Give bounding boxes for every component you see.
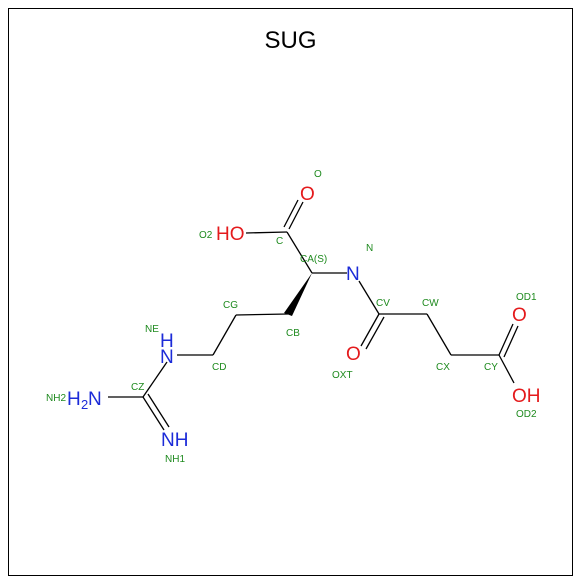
atom-nh2-h: H <box>67 389 81 410</box>
bond-c-ca <box>286 231 313 274</box>
label-od2: OD2 <box>516 409 537 420</box>
atom-o: O <box>300 184 315 205</box>
atom-oxt: O <box>346 344 361 365</box>
atom-labels: O O2 C CA(S) N CB CG CD NE CZ NH1 NH2 CV… <box>46 169 537 465</box>
atom-ne-n: N <box>160 347 174 368</box>
label-cb: CB <box>286 328 300 339</box>
label-cx: CX <box>436 362 450 373</box>
label-oxt: OXT <box>332 370 353 381</box>
label-o2: O2 <box>199 230 213 241</box>
bond-n-cv <box>358 280 380 315</box>
bond-c-o-2 <box>283 199 299 228</box>
bond-c-o-1 <box>288 201 304 230</box>
bond-cw-cx <box>426 313 452 356</box>
label-nh1: NH1 <box>165 454 185 465</box>
label-cd: CD <box>212 362 226 373</box>
atom-o2-ho: HO <box>216 224 245 245</box>
bond-cv-oxt-2 <box>365 316 385 350</box>
molecule-title: SUG <box>264 27 317 54</box>
label-c: C <box>276 236 283 247</box>
atom-nh1: NH <box>161 430 188 451</box>
label-cv: CV <box>376 298 390 309</box>
bond-cg-cd <box>212 314 237 356</box>
label-cz: CZ <box>131 382 144 393</box>
label-od1: OD1 <box>516 292 537 303</box>
atom-nh2-sub: 2 <box>81 397 88 412</box>
atom-ne-h: H <box>160 331 174 352</box>
label-o: O <box>314 169 322 180</box>
bonds <box>108 199 519 431</box>
bond-cy-od2 <box>498 354 515 384</box>
atom-od2-oh: OH <box>512 386 541 407</box>
atom-n: N <box>346 264 360 285</box>
label-cg: CG <box>223 300 238 311</box>
bond-cv-oxt-1 <box>360 313 380 347</box>
atom-symbols: O HO N H N H 2 N NH O O OH <box>67 184 541 451</box>
atom-od1: O <box>512 305 527 326</box>
label-cw: CW <box>422 298 439 309</box>
bond-c-o2 <box>245 231 288 234</box>
bond-cb-cg <box>235 313 289 316</box>
label-n: N <box>366 243 373 254</box>
bond-ca-cb-wedge <box>284 273 312 316</box>
label-nh2: NH2 <box>46 393 66 404</box>
bond-cz-nh1-1 <box>142 396 165 431</box>
label-cy: CY <box>484 362 498 373</box>
label-ca: CA(S) <box>300 254 327 265</box>
bond-cy-od1-2 <box>503 325 519 358</box>
diagram-frame: SUG <box>8 8 573 576</box>
bond-ne-cz <box>142 361 168 398</box>
bond-cz-nh1-2 <box>147 393 170 428</box>
bond-cy-od1-1 <box>498 323 514 356</box>
atom-nh2-n: N <box>88 389 102 410</box>
label-ne: NE <box>145 324 159 335</box>
